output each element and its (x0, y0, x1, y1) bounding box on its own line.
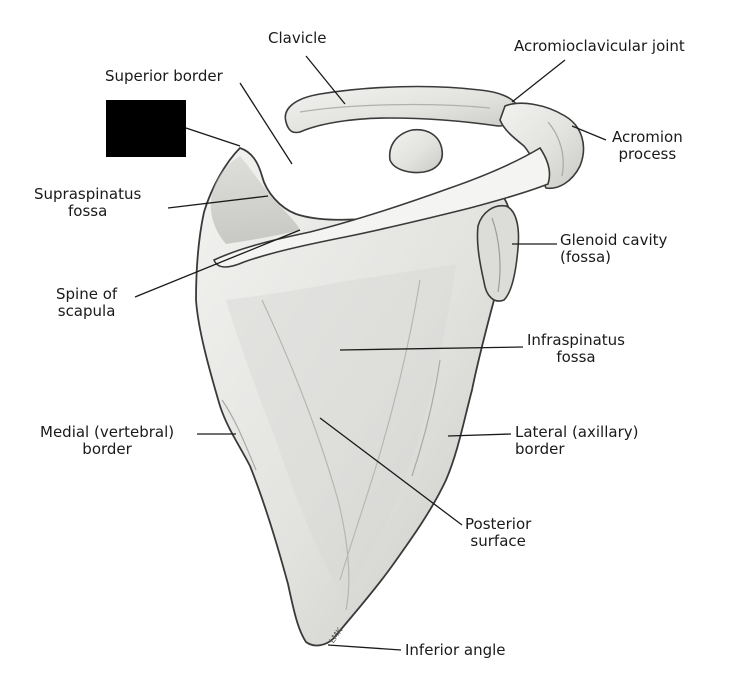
lateral-border-leader (447, 433, 512, 437)
label-posterior-surface: Posterior surface (465, 515, 532, 550)
redaction-leader (185, 127, 241, 147)
spine-of-scapula-leader (134, 229, 301, 298)
acromion-process-leader (571, 125, 607, 141)
supraspinatus-fossa-leader (167, 195, 269, 209)
label-medial-border: Medial (vertebral) border (40, 423, 175, 458)
leader-lines (134, 55, 607, 651)
coracoid-bone (388, 128, 444, 174)
acromioclavicular-joint-leader (511, 59, 566, 103)
inferior-angle-leader (327, 644, 402, 651)
label-superior-border: Superior border (105, 67, 223, 85)
label-acromioclavicular-joint: Acromioclavicular joint (514, 37, 685, 55)
label-supraspinatus-fossa: Supraspinatus fossa (34, 185, 142, 220)
superior-border-leader (239, 82, 293, 165)
label-infraspinatus-fossa: Infraspinatus fossa (527, 331, 625, 366)
label-spine-of-scapula: Spine of scapula (56, 285, 118, 320)
redaction-box (106, 100, 186, 157)
clavicle-leader (305, 55, 346, 105)
label-inferior-angle: Inferior angle (405, 641, 506, 659)
label-lateral-border: Lateral (axillary) border (515, 423, 639, 458)
label-clavicle: Clavicle (268, 29, 327, 47)
glenoid-cavity-shape (476, 204, 520, 302)
label-glenoid-cavity: Glenoid cavity (fossa) (560, 231, 668, 266)
infraspinatus-fossa-leader (339, 346, 524, 351)
scapula-spine (212, 146, 551, 268)
posterior-surface-leader (319, 417, 463, 526)
label-acromion-process: Acromion process (612, 128, 683, 163)
